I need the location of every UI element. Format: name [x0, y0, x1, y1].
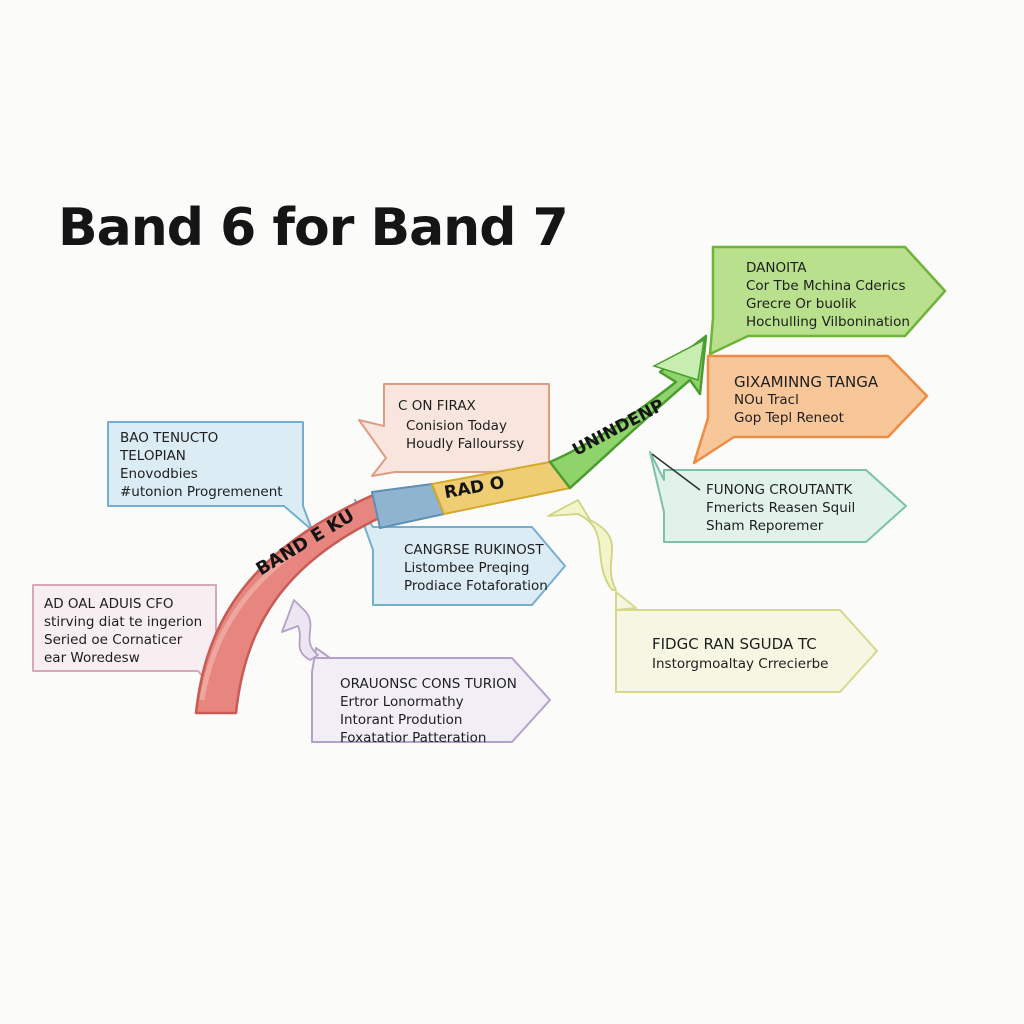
callout-orange-line-3: Gop Tepl Reneot — [734, 410, 844, 426]
callout-yellow-right-box — [615, 591, 878, 693]
callout-peach-box — [358, 383, 550, 477]
callout-orange-box — [692, 354, 929, 465]
callout-lavender-box — [311, 647, 551, 743]
callout-lavender-line-1: ORAUONSC CONS TURION — [340, 676, 517, 692]
callout-peach-line-1: C ON FIRAX — [398, 398, 476, 414]
diagram-title: Band 6 for Band 7 — [58, 198, 569, 258]
callout-top-green-line-1: DANOITA — [746, 260, 807, 276]
callout-blue-left-line-1: BAO TENUCTO — [120, 430, 219, 446]
callout-lavender-line-3: Intorant Prodution — [340, 712, 463, 728]
blue-arrow-segment — [371, 483, 445, 529]
pointer-teal-icon — [651, 453, 701, 491]
callout-teal-right-box — [649, 451, 907, 543]
callout-top-green-line-4: Hochulling Vilbonination — [746, 314, 910, 330]
callout-top-green-line-3: Grecre Or buolik — [746, 296, 857, 312]
callout-blue-center-line-3: Prodiace Fotaforation — [404, 578, 548, 594]
callout-orange-line-2: NOu Tracl — [734, 392, 799, 408]
callout-yellow-right-line-2: Instorgmoaltay Crrecierbe — [652, 656, 829, 672]
callout-teal-right-line-1: FUNONG CROUTANTK — [706, 482, 853, 498]
green-arrow-head-highlight — [652, 338, 705, 381]
callout-blue-left-line-3: Enovodbies — [120, 466, 198, 482]
callout-teal-right-line-2: Fmericts Reasen Squil — [706, 500, 856, 516]
callout-lavender-line-4: Foxatatior Patteration — [340, 730, 487, 746]
callout-top-green-line-2: Cor Tbe Mchina Cderics — [746, 278, 906, 294]
callout-blue-left-line-4: #utonion Progremenent — [120, 484, 283, 500]
callout-top-green-box — [708, 245, 947, 356]
callout-pink-left-line-4: ear Woredesw — [44, 650, 140, 666]
callout-blue-center-line-1: CANGRSE RUKINOST — [404, 542, 544, 558]
callout-blue-left-line-2: TELOPIAN — [120, 448, 186, 464]
callout-peach-line-2: Conision Today — [406, 418, 507, 434]
callout-pink-left-line-3: Seried oe Cornaticer — [44, 632, 183, 648]
curly-arrow-yellow-icon — [547, 499, 617, 591]
curly-arrow-lavender-icon — [281, 599, 319, 661]
callout-orange-line-1: GIXAMINNG TANGA — [734, 373, 879, 391]
callout-peach-line-3: Houdly Fallourssy — [406, 436, 525, 452]
callout-yellow-right-line-1: FIDGC RAN SGUDA TC — [652, 635, 817, 653]
red-arrow-tail-highlight — [199, 545, 302, 701]
callout-pink-left-line-2: stirving diat te ingerion — [44, 614, 203, 630]
callout-lavender-line-2: Ertror Lonormathy — [340, 694, 464, 710]
green-arrow-body — [548, 334, 708, 490]
callout-blue-center-line-2: Listombee Preqing — [404, 560, 530, 576]
callout-teal-right-line-3: Sham Reporemer — [706, 518, 824, 534]
callout-pink-left-line-1: AD OAL ADUIS CFO — [44, 596, 174, 612]
